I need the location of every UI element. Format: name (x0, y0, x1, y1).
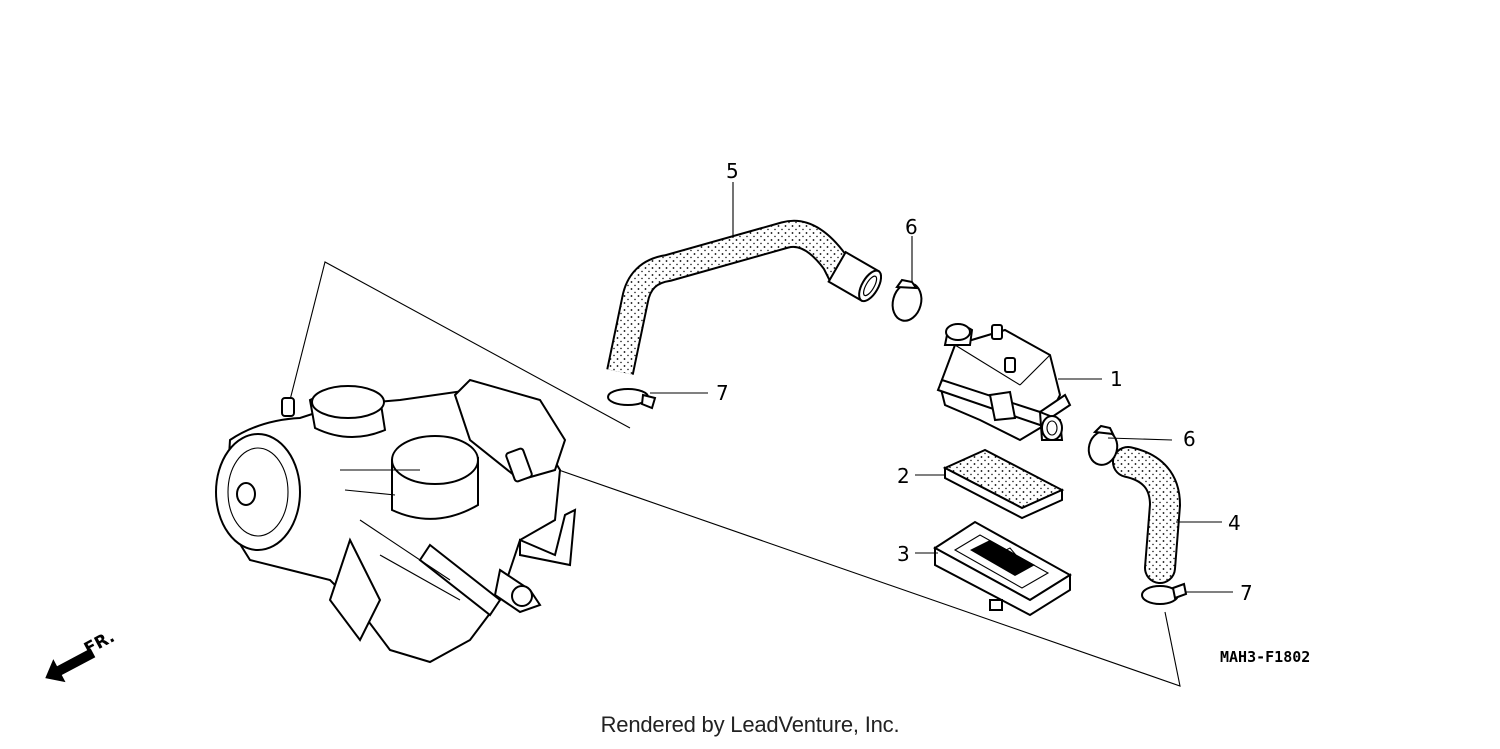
diagram-code: MAH3-F1802 (1220, 648, 1310, 666)
front-direction-arrow: FR. (45, 627, 118, 683)
callout-6-lower: 6 (1183, 427, 1196, 451)
callout-6-upper: 6 (905, 215, 918, 239)
callout-1: 1 (1110, 367, 1123, 391)
callout-5: 5 (726, 159, 739, 183)
part-7-clamp-lower (1141, 582, 1188, 605)
part-6-clamp-upper (891, 278, 923, 322)
callout-2: 2 (897, 464, 910, 488)
part-1-valve-housing (936, 323, 1072, 442)
part-3-reed-cage (933, 520, 1072, 617)
callout-3: 3 (897, 542, 910, 566)
part-4-elbow-hose (1112, 446, 1181, 584)
leader-lines (650, 182, 1233, 593)
callout-4: 4 (1228, 511, 1241, 535)
part-2-filter (942, 448, 1065, 520)
callout-7-lower: 7 (1240, 581, 1253, 605)
carburetor-assembly (215, 378, 577, 664)
credit-text: Rendered by LeadVenture, Inc. (600, 712, 900, 737)
part-7-clamp-upper (607, 388, 657, 410)
callout-7-upper: 7 (716, 381, 729, 405)
part-6-clamp-lower (1087, 424, 1119, 466)
assembly-lines (289, 261, 1181, 687)
part-5-tube (606, 219, 883, 375)
